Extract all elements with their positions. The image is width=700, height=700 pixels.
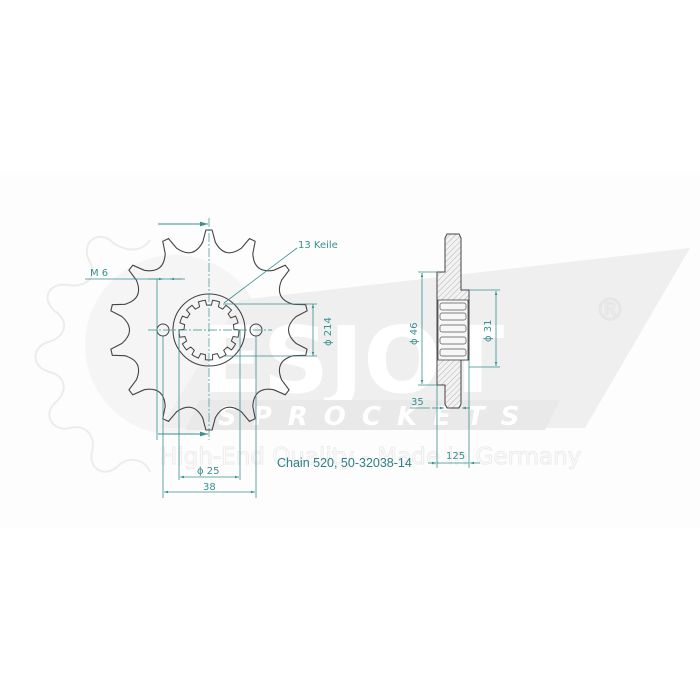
watermark-subtitle: SPROCKETS bbox=[218, 402, 535, 432]
thread-label: M 6 bbox=[90, 268, 108, 279]
hub-diameter-label: ϕ 46 bbox=[409, 323, 420, 346]
hub-inner-diameter-label: ϕ 31 bbox=[483, 320, 494, 343]
spline-teeth-side bbox=[439, 302, 467, 357]
sprocket-outline bbox=[110, 229, 308, 431]
bore-diameter-label: ϕ 25 bbox=[197, 466, 220, 477]
tooth-width-label: 35 bbox=[411, 397, 424, 408]
spline-count-label: 13 Keile bbox=[298, 240, 338, 251]
sprocket-front-view bbox=[110, 218, 308, 440]
watermark-banner bbox=[160, 248, 690, 428]
watermark-tagline: High-End Quality - Made in Germany bbox=[160, 444, 581, 470]
watermark: ESJOT ® SPROCKETS High-End Quality - Mad… bbox=[34, 235, 690, 473]
side-dimensions bbox=[410, 271, 500, 468]
side-dim-texts: ϕ 46 ϕ 31 35 125 bbox=[409, 320, 494, 463]
spline-profile bbox=[178, 299, 240, 361]
part-caption: Chain 520, 50-32038-14 bbox=[277, 456, 412, 470]
spline-diameter-label: ϕ 214 bbox=[323, 317, 334, 346]
bolt-spacing-label: 38 bbox=[203, 482, 216, 493]
front-dimensions bbox=[85, 221, 317, 498]
front-dim-texts: 13 Keile M 6 ϕ 214 ϕ 25 38 bbox=[90, 240, 338, 493]
sprocket-side-view bbox=[436, 233, 470, 409]
watermark-gear-icon bbox=[34, 235, 151, 473]
watermark-registered-mark: ® bbox=[595, 293, 625, 328]
total-width-label: 125 bbox=[446, 451, 465, 462]
